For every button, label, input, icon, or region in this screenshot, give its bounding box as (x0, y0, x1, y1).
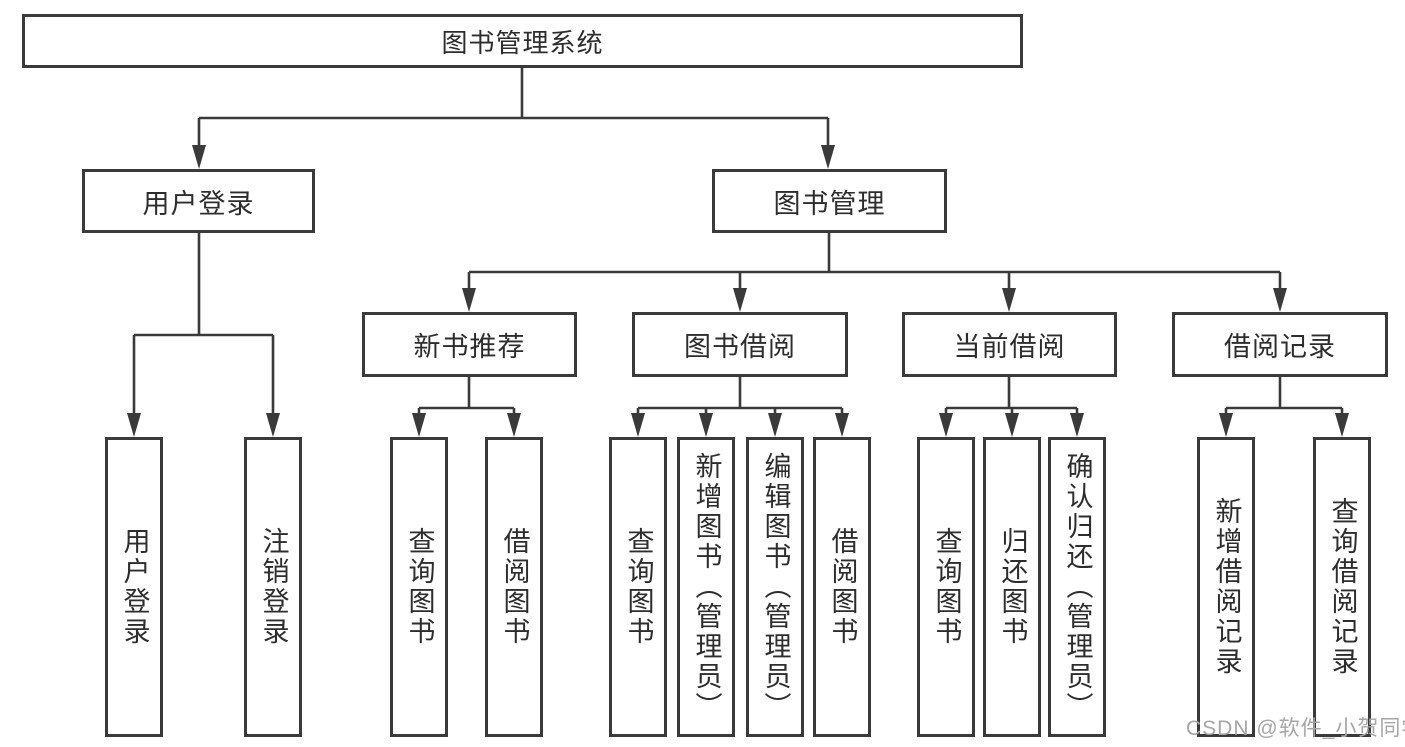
leaf-borrow-borrow-label: 借阅图书 (827, 527, 858, 647)
connector-book-borrow-children (636, 377, 844, 420)
leaf-user-login-label: 用户登录 (119, 527, 150, 647)
node-book-management: 图书管理 (712, 169, 947, 233)
connector-user-login-children (132, 233, 275, 420)
node-new-books: 新书推荐 (362, 312, 577, 377)
connector-book-mgmt-to-level2 (467, 233, 1282, 296)
leaf-user-login: 用户登录 (105, 437, 163, 737)
node-borrow-records: 借阅记录 (1172, 312, 1388, 377)
leaf-current-confirm: 确认归还（管理员） (1048, 437, 1106, 737)
leaf-current-confirm-label: 确认归还（管理员） (1062, 452, 1093, 722)
leaf-records-add-label: 新增借阅记录 (1211, 497, 1242, 677)
leaf-current-return: 归还图书 (983, 437, 1041, 737)
node-borrow-records-label: 借阅记录 (1224, 332, 1336, 362)
node-current-borrow-label: 当前借阅 (953, 332, 1066, 362)
node-user-login: 用户登录 (82, 169, 315, 233)
leaf-borrow-query: 查询图书 (609, 437, 667, 737)
leaf-current-query-label: 查询图书 (931, 527, 962, 647)
node-book-borrow-label: 图书借阅 (684, 332, 796, 362)
connector-root-to-level1 (197, 68, 830, 152)
leaf-newbooks-borrow: 借阅图书 (485, 437, 543, 737)
leaf-current-return-label: 归还图书 (997, 527, 1028, 647)
arrowhead-markers (127, 145, 1349, 437)
leaf-records-add: 新增借阅记录 (1197, 437, 1255, 737)
leaf-borrow-add: 新增图书（管理员） (677, 437, 735, 737)
node-root-label: 图书管理系统 (441, 27, 604, 58)
connector-borrow-records-children (1224, 377, 1344, 420)
leaf-newbooks-query-label: 查询图书 (404, 527, 435, 647)
node-root: 图书管理系统 (22, 14, 1023, 68)
node-book-borrow: 图书借阅 (632, 312, 848, 377)
node-new-books-label: 新书推荐 (413, 332, 526, 362)
node-current-borrow: 当前借阅 (902, 312, 1117, 377)
leaf-records-query-label: 查询借阅记录 (1327, 497, 1358, 677)
node-user-login-label: 用户登录 (142, 188, 255, 219)
leaf-records-query: 查询借阅记录 (1313, 437, 1371, 737)
leaf-borrow-borrow: 借阅图书 (813, 437, 871, 737)
leaf-logout-label: 注销登录 (258, 527, 289, 647)
leaf-borrow-edit: 编辑图书（管理员） (746, 437, 804, 737)
leaf-borrow-add-label: 新增图书（管理员） (691, 452, 722, 722)
leaf-current-query: 查询图书 (917, 437, 975, 737)
node-book-management-label: 图书管理 (773, 188, 886, 219)
leaf-borrow-query-label: 查询图书 (623, 527, 654, 647)
leaf-borrow-edit-label: 编辑图书（管理员） (760, 452, 791, 722)
connector-new-books-children (417, 377, 516, 420)
leaf-newbooks-query: 查询图书 (390, 437, 448, 737)
leaf-newbooks-borrow-label: 借阅图书 (499, 527, 530, 647)
leaf-logout: 注销登录 (244, 437, 302, 737)
csdn-watermark: CSDN @软件_小贺同学 (1186, 717, 1405, 740)
